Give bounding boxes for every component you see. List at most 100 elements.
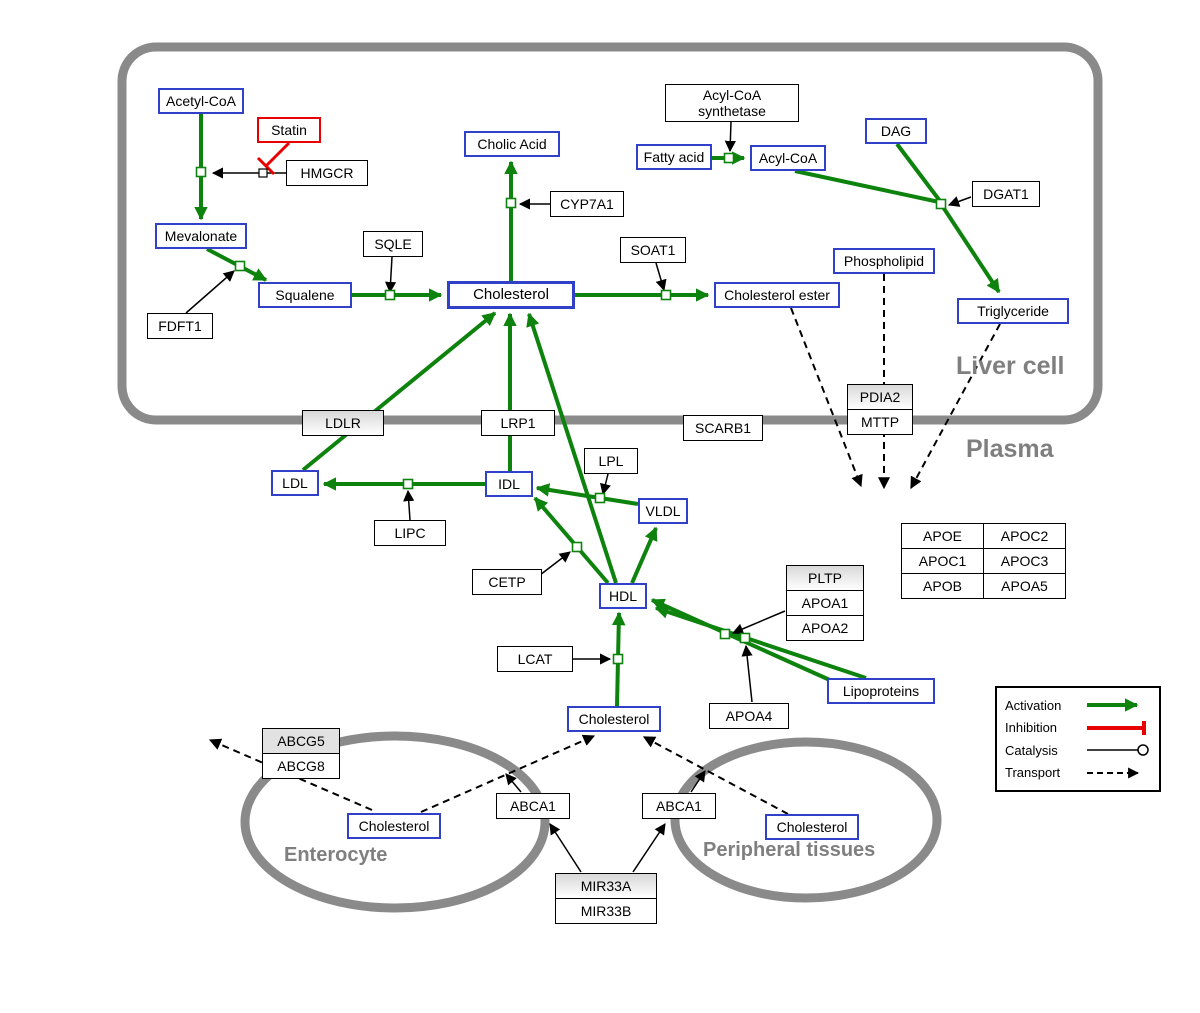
- edge-lipoproteins-hdl-lower: [654, 605, 867, 680]
- legend-catalysis-label: Catalysis: [1005, 742, 1058, 758]
- node-scarb1[interactable]: SCARB1: [683, 415, 763, 441]
- catalysis-apoa4: [741, 644, 753, 703]
- node-acyl-coa[interactable]: Acyl-CoA: [750, 145, 826, 171]
- reaction-acyl-coa-synthetase: [723, 152, 735, 164]
- node-fdft1[interactable]: FDFT1: [147, 313, 213, 339]
- reaction-cetp: [571, 541, 583, 553]
- node-idl[interactable]: IDL: [485, 471, 533, 497]
- edge-acylcoa-dgat1-junction: [794, 169, 940, 204]
- activation-arrow-icon: [1087, 698, 1139, 713]
- reaction-soat1: [660, 289, 672, 301]
- node-soat1[interactable]: SOAT1: [620, 237, 686, 263]
- reaction-hmgcr: [195, 166, 207, 178]
- node-statin[interactable]: Statin: [257, 117, 321, 143]
- node-acetyl-coa[interactable]: Acetyl-CoA: [158, 88, 244, 114]
- node-lipoproteins[interactable]: Lipoproteins: [827, 678, 935, 704]
- node-apoa5[interactable]: APOA5: [983, 573, 1066, 599]
- reaction-fdft1: [234, 260, 246, 272]
- legend-activation-label: Activation: [1005, 697, 1062, 713]
- node-squalene[interactable]: Squalene: [258, 282, 352, 308]
- node-phospholipid[interactable]: Phospholipid: [833, 248, 935, 274]
- transport-enterocyte-plasma: [420, 734, 596, 813]
- edge-hdl-idl-cetp: [533, 496, 610, 585]
- node-mevalonate[interactable]: Mevalonate: [155, 223, 247, 249]
- catalysis-fdft1: [185, 270, 235, 314]
- node-pdia2[interactable]: PDIA2: [847, 384, 913, 410]
- node-cholesterol-peripheral[interactable]: Cholesterol: [765, 814, 859, 840]
- catalysis-circle-icon: [1087, 744, 1149, 756]
- peripheral-tissues-label: Peripheral tissues: [703, 839, 876, 861]
- node-vldl[interactable]: VLDL: [638, 498, 688, 524]
- reaction-nodes: [195, 152, 947, 665]
- node-cyp7a1[interactable]: CYP7A1: [550, 191, 624, 217]
- edge-abca1-left-transport: [505, 773, 522, 793]
- liver-cell-membrane: [117, 42, 1103, 425]
- node-hdl[interactable]: HDL: [599, 583, 647, 609]
- reaction-sqle: [384, 289, 396, 301]
- node-abca1-left[interactable]: ABCA1: [496, 793, 570, 819]
- edge-dag-dgat1-junction: [895, 142, 942, 203]
- node-mir33b[interactable]: MIR33B: [555, 898, 657, 924]
- inhibition-statin-line: [264, 141, 291, 168]
- node-apoa1[interactable]: APOA1: [786, 590, 864, 616]
- node-ldl[interactable]: LDL: [271, 470, 319, 496]
- node-cholesterol-enterocyte[interactable]: Cholesterol: [347, 813, 441, 839]
- node-fatty-acid[interactable]: Fatty acid: [636, 144, 712, 170]
- inhibition-edge: [256, 141, 291, 176]
- inhibition-tbar-icon: [1087, 720, 1146, 735]
- edge-vldl-idl: [535, 483, 639, 506]
- node-cholic-acid[interactable]: Cholic Acid: [464, 131, 560, 157]
- liver-cell-label: Liver cell: [956, 352, 1065, 380]
- catalysis-lipc: [403, 489, 415, 521]
- node-cholesterol-liver[interactable]: Cholesterol: [447, 281, 575, 309]
- legend-row-transport: Transport: [1005, 762, 1151, 785]
- edge-abca1-right-transport: [690, 770, 706, 793]
- node-abcg5[interactable]: ABCG5: [262, 728, 340, 754]
- node-apoc3[interactable]: APOC3: [983, 548, 1066, 574]
- node-lipc[interactable]: LIPC: [374, 520, 446, 546]
- legend-row-catalysis: Catalysis: [1005, 739, 1151, 762]
- catalysis-cetp: [539, 551, 571, 576]
- reaction-cyp7a1: [505, 197, 517, 209]
- reaction-lpl: [594, 492, 606, 504]
- node-cetp[interactable]: CETP: [472, 569, 542, 595]
- peripheral-tissues-membrane: [670, 737, 942, 903]
- catalysis-pltp-complex: [731, 610, 786, 635]
- node-ldlr[interactable]: LDLR: [302, 410, 384, 436]
- node-pltp[interactable]: PLTP: [786, 565, 864, 591]
- node-apoa2[interactable]: APOA2: [786, 615, 864, 641]
- catalysis-dgat1: [947, 196, 972, 207]
- reaction-lcat: [612, 653, 624, 665]
- node-apoc1[interactable]: APOC1: [901, 548, 984, 574]
- plasma-label: Plasma: [966, 435, 1054, 463]
- node-triglyceride[interactable]: Triglyceride: [957, 298, 1069, 324]
- node-lcat[interactable]: LCAT: [497, 646, 573, 672]
- node-apob[interactable]: APOB: [901, 573, 984, 599]
- node-mir33a[interactable]: MIR33A: [555, 873, 657, 899]
- catalysis-lpl: [599, 473, 611, 496]
- reaction-apoa4: [739, 632, 751, 644]
- node-apoa4[interactable]: APOA4: [709, 703, 789, 729]
- node-cholesterol-plasma[interactable]: Cholesterol: [567, 706, 661, 732]
- transport-peripheral-plasma: [642, 736, 789, 815]
- node-lpl[interactable]: LPL: [584, 448, 638, 474]
- node-cholesterol-ester[interactable]: Cholesterol ester: [714, 282, 840, 308]
- node-mttp[interactable]: MTTP: [847, 409, 913, 435]
- node-sqle[interactable]: SQLE: [363, 231, 423, 257]
- node-dgat1[interactable]: DGAT1: [972, 181, 1040, 207]
- node-hmgcr[interactable]: HMGCR: [286, 160, 368, 186]
- node-lrp1[interactable]: LRP1: [481, 410, 555, 436]
- node-abcg8[interactable]: ABCG8: [262, 753, 340, 779]
- legend: Activation Inhibition Catalysis Transpor…: [995, 686, 1161, 792]
- legend-transport-label: Transport: [1005, 765, 1061, 781]
- membranes: [117, 42, 1103, 913]
- enterocyte-label: Enterocyte: [284, 844, 388, 866]
- node-apoe[interactable]: APOE: [901, 523, 984, 549]
- transport-cholesterolester: [790, 307, 863, 488]
- node-abca1-right[interactable]: ABCA1: [642, 793, 716, 819]
- legend-row-inhibition: Inhibition: [1005, 717, 1151, 740]
- node-dag[interactable]: DAG: [865, 118, 927, 144]
- node-apoc2[interactable]: APOC2: [983, 523, 1066, 549]
- node-acyl-coa-synthetase[interactable]: Acyl-CoA synthetase: [665, 84, 799, 122]
